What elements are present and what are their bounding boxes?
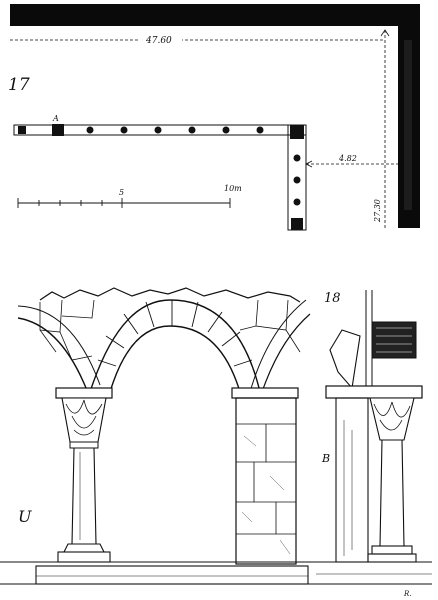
elevation-b-label: B (321, 452, 330, 465)
right-pier (231, 387, 299, 565)
outer-wall-top (10, 4, 420, 26)
spandrel-masonry-left (39, 299, 95, 361)
dimension-inner-label: 4.82 (338, 154, 357, 163)
left-column-base (63, 543, 105, 553)
arcade-gallery-plan (13, 124, 307, 231)
figure-17-number: 17 (8, 75, 30, 95)
figure-18-number: 18 (324, 291, 341, 306)
dimension-top-label: 47.60 (145, 36, 172, 46)
arch-voussoir-joints (97, 300, 253, 367)
figure-17-plan: 47.60 27.30 17 A (8, 4, 420, 231)
left-abacus (55, 387, 113, 399)
section-hatched-block (371, 321, 417, 359)
figure-18-elevation: 18 B (316, 290, 432, 585)
left-figure-mark: U (18, 507, 32, 526)
point-a-label: A (52, 114, 59, 123)
main-arch-intrados (109, 325, 241, 393)
arcade-elevation: U (0, 287, 316, 585)
spandrel-masonry-right (239, 299, 301, 353)
engraver-signature: R. (403, 590, 412, 598)
left-arch-intrados (17, 317, 87, 389)
arcade-pier-marks (18, 124, 304, 230)
plinth (0, 561, 316, 585)
main-arch-extrados (89, 299, 261, 393)
scale-bar (17, 198, 231, 208)
scale-end-label: 10m (224, 184, 242, 193)
ruined-wall-top (39, 287, 301, 303)
dimension-right-label: 27.30 (373, 199, 382, 223)
right-capital (369, 397, 415, 441)
left-column-shaft (71, 447, 97, 545)
scale-mid-label: 5 (119, 188, 124, 197)
